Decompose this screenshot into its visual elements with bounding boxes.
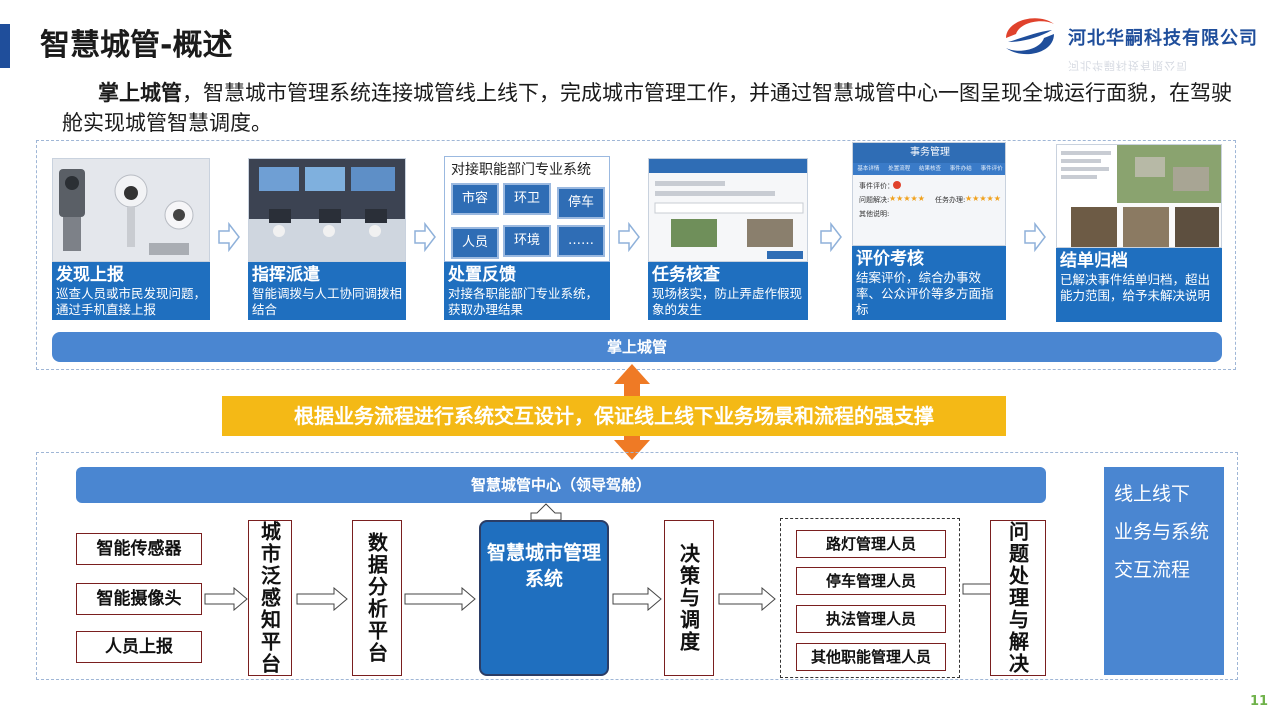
camera-devices-icon — [53, 159, 209, 261]
page-title: 智慧城管-概述 — [40, 28, 233, 63]
step-desc: 结案评价，综合办事效率、公众评价等多方面指标 — [856, 270, 994, 317]
step-desc: 巡查人员或市民发现问题，通过手机直接上报 — [56, 286, 207, 317]
input-report-box: 人员上报 — [76, 631, 202, 663]
step-image-review: 事务管理 基本详情 处置流程 结果核查 事件办结 事件评价 事件评价： 问题解决… — [852, 142, 1006, 246]
arrow-right-icon — [820, 222, 842, 252]
dispose-heading: 对接职能部门专业系统 — [451, 162, 591, 178]
staff-streetlight-box: 路灯管理人员 — [796, 530, 946, 558]
archive-map-icon — [1057, 145, 1221, 247]
step-title: 处置反馈 — [448, 265, 516, 285]
arrow-right-icon — [414, 222, 436, 252]
review-row2-stars[interactable]: ★★★★★ — [965, 194, 1001, 203]
dispose-tile[interactable]: 人员 — [451, 227, 499, 259]
step-title: 任务核查 — [652, 265, 720, 285]
side-line: 业务与系统 — [1114, 521, 1210, 543]
support-banner: 根据业务流程进行系统交互设计，保证线上线下业务场景和流程的强支撑 — [222, 396, 1006, 436]
arrow-right-icon — [618, 222, 640, 252]
smart-city-system-box[interactable]: 智慧城市管理系统 — [479, 520, 609, 676]
review-tabs: 基本详情 处置流程 结果核查 事件办结 事件评价 — [853, 163, 1005, 175]
arrow-right-icon — [204, 587, 248, 611]
step-desc: 现场核实，防止弄虚作假现象的发生 — [652, 286, 803, 317]
perception-platform-box: 城市泛感知平台 — [248, 520, 292, 676]
data-analysis-platform-box: 数据分析平台 — [352, 520, 402, 676]
review-rating-dot-icon — [893, 181, 901, 189]
step-caption-review: 评价考核 结案评价，综合办事效率、公众评价等多方面指标 — [852, 246, 1006, 320]
verify-form-icon — [649, 159, 807, 259]
intro-paragraph: 掌上城管，智慧城市管理系统连接城管线上线下，完成城市管理工作，并通过智慧城管中心… — [62, 78, 1232, 138]
review-tab[interactable]: 处置流程 — [888, 166, 911, 172]
step-desc: 智能调拨与人工协同调拨相结合 — [252, 286, 403, 317]
title-accent-bar — [0, 24, 10, 68]
arrow-right-icon — [296, 587, 348, 611]
page-number: 11 — [1250, 694, 1269, 709]
company-logo-icon — [1006, 18, 1054, 55]
decision-dispatch-box: 决策与调度 — [664, 520, 714, 676]
review-tab[interactable]: 事件评价 — [980, 166, 1003, 172]
staff-enforcement-box: 执法管理人员 — [796, 605, 946, 633]
arrow-right-icon — [404, 587, 476, 611]
interaction-panel — [36, 452, 1238, 680]
side-line: 交互流程 — [1114, 559, 1191, 581]
dispose-tile[interactable]: 市容 — [451, 183, 499, 215]
review-rating-label: 事件评价： — [859, 182, 894, 190]
step-title: 发现上报 — [56, 265, 124, 285]
online-offline-side-panel: 线上线下 业务与系统 交互流程 — [1104, 467, 1224, 675]
review-tab[interactable]: 事件办结 — [949, 166, 972, 172]
step-title: 结单归档 — [1060, 251, 1128, 271]
step-desc: 对接各职能部门专业系统，获取办理结果 — [448, 286, 599, 317]
intro-bold: 掌上城管 — [98, 81, 182, 105]
step-image-dispatch — [248, 158, 406, 262]
step-caption-archive: 结单归档 已解决事件结单归档，超出能力范围，给予未解决说明 — [1056, 248, 1222, 322]
step-caption-dispose: 处置反馈 对接各职能部门专业系统，获取办理结果 — [444, 262, 610, 320]
step-caption-discover: 发现上报 巡查人员或市民发现问题，通过手机直接上报 — [52, 262, 210, 320]
step-image-dispose: 对接职能部门专业系统 市容 环卫 停车 人员 环境 …… — [444, 156, 610, 262]
review-row1-stars[interactable]: ★★★★★ — [889, 194, 925, 203]
dispose-tile[interactable]: 环卫 — [503, 183, 551, 215]
review-tab[interactable]: 基本详情 — [857, 166, 880, 172]
side-line: 线上线下 — [1114, 483, 1191, 505]
center-cockpit-bar[interactable]: 智慧城管中心（领导驾舱） — [76, 467, 1046, 503]
review-tab[interactable]: 结果核查 — [918, 166, 941, 172]
dispose-tile[interactable]: …… — [557, 225, 605, 257]
input-camera-box: 智能摄像头 — [76, 583, 202, 615]
review-header: 事务管理 — [853, 143, 1005, 163]
review-row1-label: 问题解决: — [859, 196, 890, 204]
arrow-right-icon — [1024, 222, 1046, 252]
problem-resolution-box: 问题处理与解决 — [990, 520, 1046, 676]
step-caption-dispatch: 指挥派遣 智能调拨与人工协同调拨相结合 — [248, 262, 406, 320]
company-name-reflection: 河北华嗣科技有限公司 — [1068, 59, 1188, 72]
step-title: 评价考核 — [856, 249, 924, 269]
review-other-label: 其他说明: — [859, 210, 890, 218]
mobile-city-management-bar[interactable]: 掌上城管 — [52, 332, 1222, 362]
command-room-icon — [249, 159, 405, 261]
review-row2-label: 任务办理: — [935, 196, 966, 204]
dispose-tile[interactable]: 环境 — [503, 225, 551, 257]
intro-text: ，智慧城市管理系统连接城管线上线下，完成城市管理工作，并通过智慧城管中心一图呈现… — [62, 81, 1232, 135]
company-name: 河北华嗣科技有限公司 — [1068, 28, 1258, 49]
step-image-archive — [1056, 144, 1222, 248]
review-header-label: 事务管理 — [910, 147, 950, 158]
input-sensor-box: 智能传感器 — [76, 533, 202, 565]
staff-parking-box: 停车管理人员 — [796, 567, 946, 595]
arrow-right-icon — [218, 222, 240, 252]
dispose-tile[interactable]: 停车 — [557, 187, 605, 219]
staff-other-box: 其他职能管理人员 — [796, 643, 946, 671]
step-title: 指挥派遣 — [252, 265, 320, 285]
arrow-right-icon — [718, 587, 776, 611]
step-desc: 已解决事件结单归档，超出能力范围，给予未解决说明 — [1060, 272, 1211, 303]
step-caption-verify: 任务核查 现场核实，防止弄虚作假现象的发生 — [648, 262, 808, 320]
step-image-discover — [52, 158, 210, 262]
staff-group — [780, 518, 960, 678]
step-image-verify — [648, 158, 808, 262]
arrow-up-icon — [530, 503, 562, 521]
arrow-right-icon — [612, 587, 662, 611]
